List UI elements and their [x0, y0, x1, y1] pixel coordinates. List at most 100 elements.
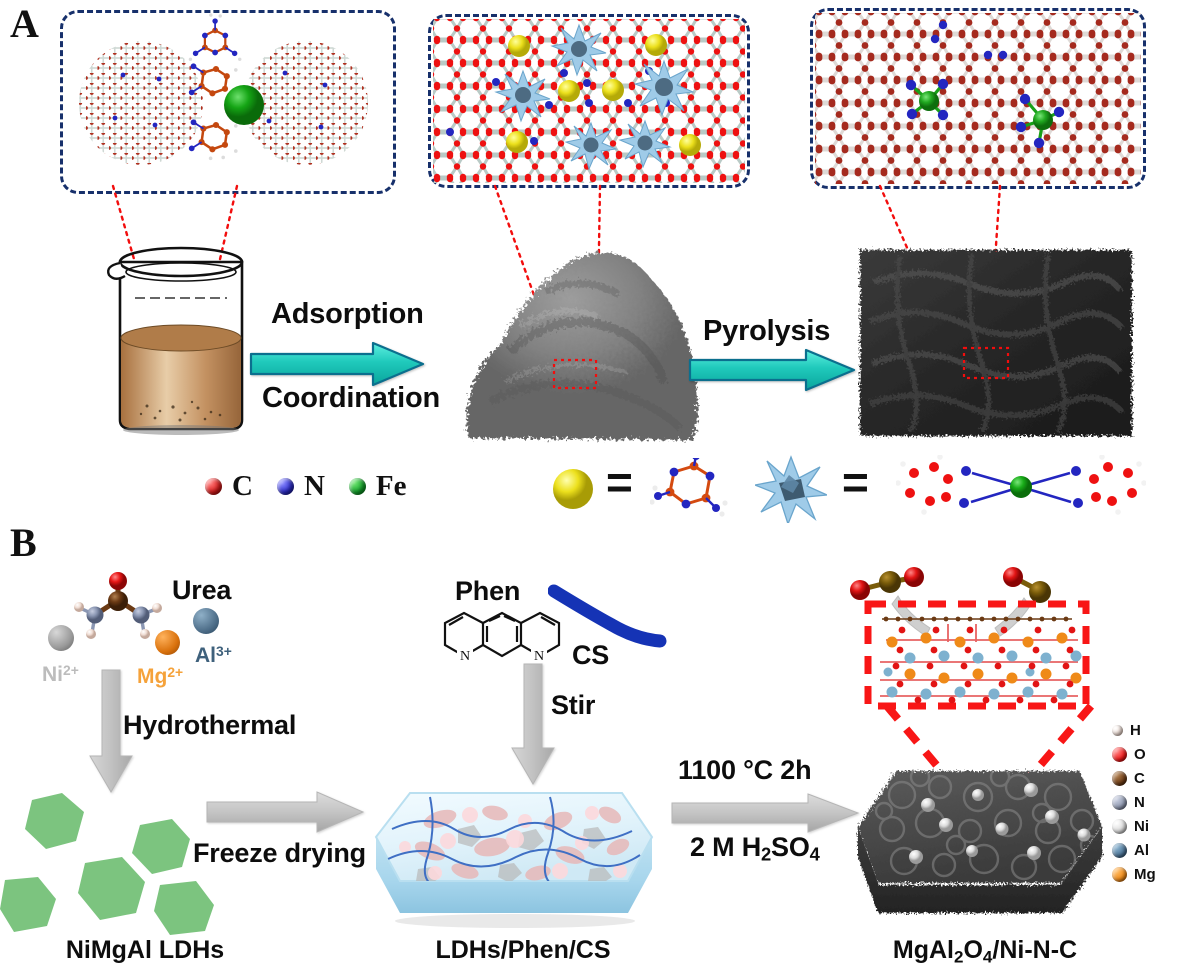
teal-arrow-1-graphic	[249, 341, 425, 387]
black-carbon-block	[852, 240, 1142, 450]
adsorption-label: Adsorption	[271, 298, 424, 330]
legend-ball-mg	[1112, 866, 1127, 882]
panel-b-letter: B	[10, 520, 37, 565]
legend-label-fe: Fe	[375, 470, 407, 502]
grey-powder-graphic	[466, 252, 698, 440]
al-ion-ball	[193, 608, 219, 634]
red-dashed-box	[864, 600, 1090, 710]
stir-arrow-graphic	[511, 663, 555, 785]
legend-ball-c	[1112, 770, 1127, 786]
prod-p1: MgAl	[892, 936, 954, 964]
prod-p3: /Ni-N-C	[992, 936, 1078, 964]
spinel-surface-co2-inset	[830, 552, 1130, 767]
legend-ball-c	[205, 478, 222, 495]
legend-label-n: N	[1134, 793, 1145, 811]
svg-text:N: N	[460, 649, 470, 664]
grey-arrow-hydrothermal	[86, 668, 136, 801]
legend-ball-n	[276, 478, 294, 495]
panel-b-element-legend: H O C N Ni Al Mg	[1112, 718, 1156, 886]
ni-ion-label: Ni2+	[42, 662, 79, 687]
spinel-inset-graphic	[850, 567, 1090, 710]
legend-row-n: N	[1112, 790, 1156, 814]
al-charge: 3+	[216, 643, 232, 659]
carbon-block-graphic	[860, 250, 1132, 436]
inset-adsorbed-precursor-lattice	[428, 14, 750, 188]
mg-ion-ball	[155, 630, 180, 655]
legend-label-c: C	[232, 470, 253, 502]
legend-ball-fe	[348, 478, 366, 495]
pyrolysis-label: Pyrolysis	[703, 315, 831, 347]
fe-phen-graphic	[895, 454, 1147, 515]
legend-row-mg: Mg	[1112, 862, 1156, 886]
acid-sub2: 4	[809, 843, 820, 865]
hydrothermal-label: Hydrothermal	[123, 710, 297, 740]
co2-molecule	[850, 567, 924, 600]
al-ion-label: Al3+	[195, 643, 232, 668]
legend-ball-h	[1112, 724, 1123, 736]
grey-powder-pile	[450, 232, 710, 455]
legend-row-ni: Ni	[1112, 814, 1156, 838]
legend-ball-al	[1112, 842, 1127, 858]
phen-label: Phen	[455, 576, 521, 606]
carbon-slab-graphic	[858, 771, 1102, 913]
legend-ball-n	[1112, 794, 1127, 810]
mg-charge: 2+	[167, 664, 184, 680]
prod-s1: 2	[954, 947, 964, 967]
panel-a-element-legend: C N Fe	[205, 470, 421, 503]
yellow-sphere	[506, 34, 701, 156]
hydrothermal-arrow-graphic	[89, 669, 133, 793]
prod-s2: 4	[982, 947, 993, 967]
urea-label: Urea	[172, 575, 232, 605]
legend-label-o: O	[1134, 745, 1146, 763]
ldh-hexagon-platelets	[0, 785, 240, 952]
legend-label-c: C	[1134, 769, 1145, 787]
legend-row-c: C	[1112, 766, 1156, 790]
burr-cluster	[494, 23, 695, 171]
freeze-drying-label: Freeze drying	[193, 838, 366, 868]
svg-text:N: N	[534, 649, 544, 664]
acid-sub1: 2	[761, 843, 772, 865]
beaker-graphic	[106, 246, 244, 435]
coordination-label: Coordination	[262, 382, 441, 414]
key-yellow-sphere	[550, 466, 596, 517]
legend-ball-o	[1112, 746, 1127, 762]
calcination-arrow-graphic	[671, 793, 860, 833]
melamine-graphic	[649, 452, 728, 517]
urea-molecule	[62, 570, 180, 657]
grey-arrow-freeze-drying	[205, 790, 365, 839]
inset1-graphic	[79, 13, 368, 165]
teal-arrow-adsorption	[247, 340, 427, 393]
cs-ribbon-graphic	[547, 584, 667, 648]
inset3-graphic	[815, 13, 1141, 184]
phenanthroline-structure: N N	[437, 607, 567, 684]
key-blue-burr	[752, 455, 830, 528]
prod-p2: O	[963, 936, 983, 964]
legend-label-n: N	[303, 470, 325, 502]
yellow-sphere-key-graphic	[553, 469, 593, 509]
calcination-label: 1100 °C 2h	[678, 755, 812, 785]
co2-molecule	[1003, 567, 1051, 603]
porous-carbon-slab	[856, 765, 1106, 940]
fe-phenanthroline-complex-key	[895, 454, 1147, 526]
equals-sign-1: =	[606, 456, 633, 508]
legend-row-o: O	[1112, 742, 1156, 766]
legend-row-al: Al	[1112, 838, 1156, 862]
ni-ion-ball	[48, 625, 74, 651]
urea-graphic	[74, 572, 162, 639]
panel-a-letter: A	[10, 1, 39, 46]
fe-n4-site	[905, 78, 949, 121]
teal-arrow-2-graphic	[688, 348, 856, 392]
product-label-mgal2o4-ni-n-c: MgAl2O4/Ni-N-C	[830, 936, 1140, 967]
melamine-molecule-key	[649, 452, 734, 525]
ni-nanoparticle	[909, 783, 1091, 864]
beaker	[85, 230, 275, 450]
inset-fe-n4-single-atom-sites	[810, 8, 1146, 189]
ni-charge: 2+	[63, 662, 79, 678]
acid-label: 2 M H2SO4	[690, 832, 820, 866]
grey-arrow-calcination	[670, 792, 860, 839]
teal-arrow-pyrolysis	[686, 347, 858, 398]
ldh-hexagons-graphic	[0, 793, 214, 952]
inset-graphene-sheets-with-precursors	[60, 10, 396, 194]
stir-label: Stir	[551, 690, 596, 720]
